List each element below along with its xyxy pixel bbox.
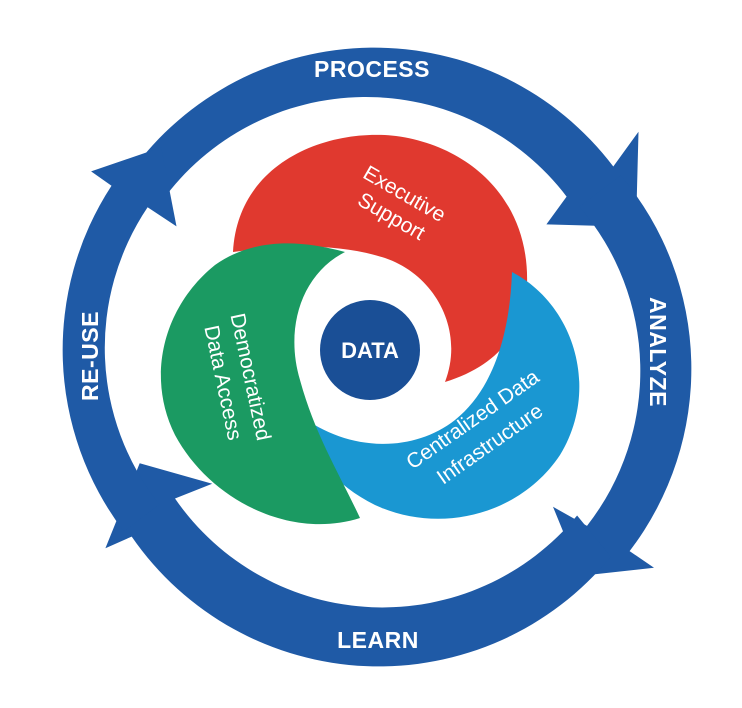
- stage-label-analyze: ANALYZE: [645, 297, 671, 407]
- ring-segment-learn: [105, 463, 611, 667]
- ring-segment-process: [130, 47, 639, 227]
- pillar-executive-support: [233, 134, 528, 382]
- core-circle: [320, 300, 420, 400]
- pillars: [160, 134, 580, 525]
- stage-label-process: PROCESS: [314, 56, 430, 82]
- stage-label-learn: LEARN: [337, 627, 419, 653]
- cycle-ring: [62, 47, 692, 667]
- core-label: DATA: [341, 338, 399, 363]
- stage-label-reuse: RE-USE: [77, 311, 103, 401]
- ring-segment-analyze: [553, 175, 692, 576]
- pillar-centralized-data: [300, 272, 580, 519]
- pillar-democratized-data: [160, 243, 360, 525]
- ring-segment-reuse: [62, 147, 177, 532]
